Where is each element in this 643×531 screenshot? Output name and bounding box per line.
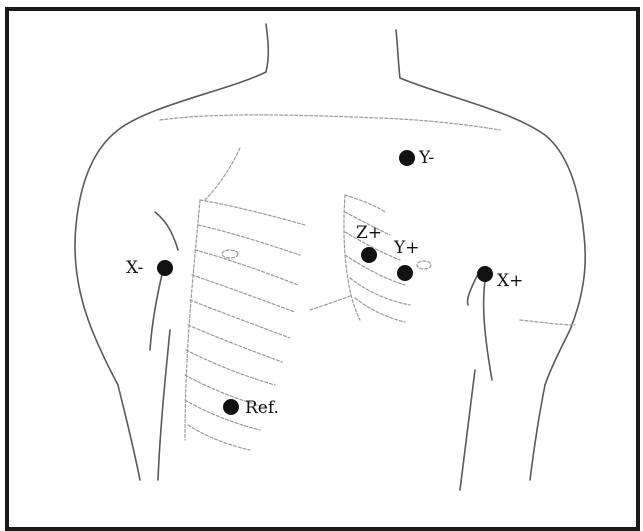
body-outline (75, 24, 585, 490)
electrode-y-plus (397, 265, 413, 281)
electrode-x-minus (157, 260, 173, 276)
label-ref: Ref. (245, 400, 279, 417)
label-y-minus: Y- (419, 150, 434, 167)
label-y-plus: Y+ (394, 240, 419, 257)
electrode-z-plus (361, 247, 377, 263)
electrode-ref (223, 399, 239, 415)
label-x-plus: X+ (497, 273, 523, 290)
electrodes (157, 150, 493, 415)
label-x-minus: X- (126, 260, 143, 277)
electrode-x-plus (477, 266, 493, 282)
label-z-plus: Z+ (356, 225, 382, 242)
electrode-y-minus (399, 150, 415, 166)
